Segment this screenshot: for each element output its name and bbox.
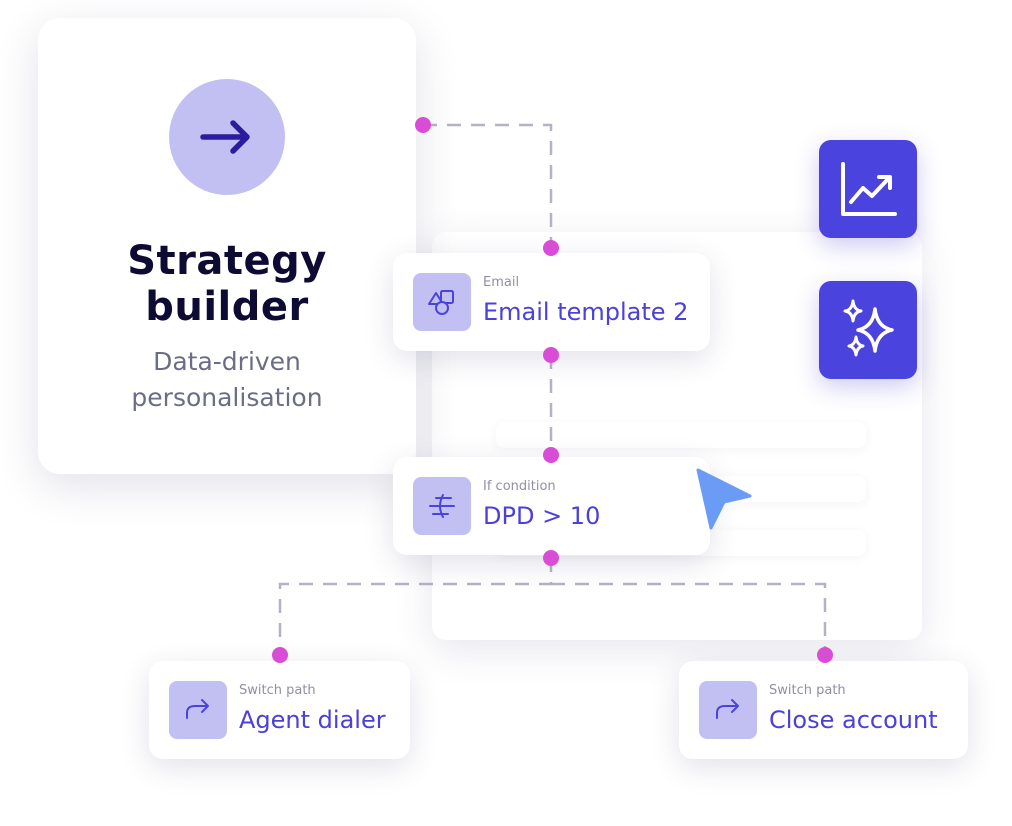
email-node[interactable]: Email Email template 2 — [393, 253, 710, 351]
connector-dot[interactable] — [543, 550, 559, 566]
connector-dot[interactable] — [543, 347, 559, 363]
connector-dot[interactable] — [817, 647, 833, 663]
agent-dialer-node[interactable]: Switch path Agent dialer — [149, 661, 410, 759]
node-value: Close account — [769, 706, 938, 734]
trend-chart-icon — [841, 162, 897, 216]
condition-node[interactable]: If condition DPD > 10 — [393, 457, 710, 555]
node-value: Agent dialer — [239, 706, 386, 734]
title-line: Strategy — [127, 238, 327, 284]
arrow-right-icon — [169, 79, 285, 195]
shapes-icon — [413, 273, 471, 331]
node-value: Email template 2 — [483, 298, 689, 326]
share-arrow-icon — [699, 681, 757, 739]
node-label: If condition — [483, 479, 556, 494]
node-label: Switch path — [769, 683, 846, 698]
subtitle-line: Data-driven — [153, 347, 301, 376]
subtitle-line: personalisation — [131, 383, 323, 412]
condition-icon — [413, 477, 471, 535]
node-value: DPD > 10 — [483, 502, 601, 530]
ai-assist-button[interactable] — [819, 281, 917, 379]
cursor-icon — [696, 468, 752, 530]
close-account-node[interactable]: Switch path Close account — [679, 661, 968, 759]
connector-dot[interactable] — [272, 647, 288, 663]
connector-dot[interactable] — [543, 240, 559, 256]
node-label: Email — [483, 275, 520, 290]
page-subtitle: Data-driven personalisation — [38, 344, 416, 416]
strategy-builder-card: Strategy builder Data-driven personalisa… — [38, 18, 416, 474]
analytics-button[interactable] — [819, 140, 917, 238]
title-line: builder — [145, 284, 309, 330]
share-arrow-icon — [169, 681, 227, 739]
ghost-row — [496, 422, 866, 448]
node-label: Switch path — [239, 683, 316, 698]
page-title: Strategy builder — [38, 238, 416, 330]
connector-dot[interactable] — [543, 447, 559, 463]
sparkles-icon — [843, 299, 894, 357]
connector-card-to-email — [423, 123, 553, 248]
connector-dot[interactable] — [415, 117, 431, 133]
